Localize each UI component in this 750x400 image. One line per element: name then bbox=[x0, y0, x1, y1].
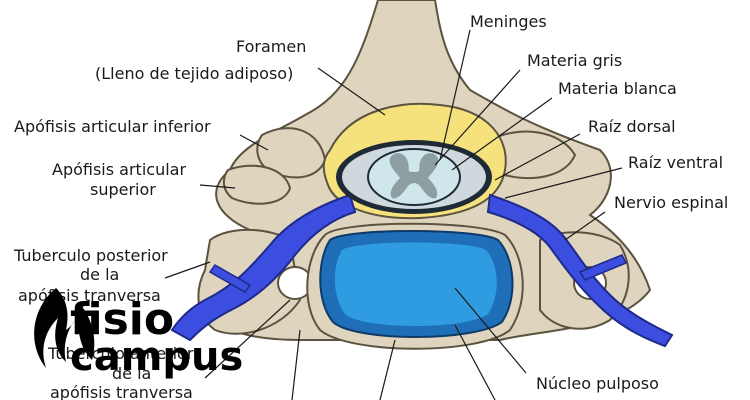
leader-apofisis-superior bbox=[199, 184, 236, 189]
inferior-articular-process bbox=[256, 127, 327, 179]
leader-nucleo-pulposo bbox=[454, 287, 527, 374]
logo-flame-icon bbox=[34, 288, 95, 368]
leader-materia-gris bbox=[434, 69, 521, 166]
label-raiz-dorsal: Raíz dorsal bbox=[588, 117, 676, 136]
leader-foramen bbox=[317, 67, 386, 116]
leader-meninges bbox=[439, 29, 471, 161]
leader-bottom-2 bbox=[379, 339, 396, 400]
label-foramen-note: (Lleno de tejido adiposo) bbox=[95, 64, 293, 83]
leader-bottom-1 bbox=[291, 329, 301, 400]
left-spinal-nerve bbox=[170, 193, 357, 342]
label-nucleo-pulposo: Núcleo pulposo bbox=[536, 374, 659, 393]
label-materia-blanca: Materia blanca bbox=[558, 79, 677, 98]
grey-matter bbox=[389, 153, 439, 199]
right-spinal-nerve bbox=[486, 193, 674, 348]
label-foramen: Foramen bbox=[236, 37, 306, 56]
label-tub-anterior-1: Tuberculo anterior bbox=[47, 344, 194, 363]
leader-raiz-ventral bbox=[504, 167, 623, 199]
label-tub-posterior-1: Tuberculo posterior bbox=[13, 246, 168, 265]
leader-bottom-3 bbox=[454, 324, 496, 400]
leader-materia-blanca bbox=[451, 97, 553, 171]
fisiocampus-logo: fisio campus bbox=[34, 288, 243, 380]
leader-raiz-dorsal bbox=[494, 133, 581, 181]
label-materia-gris: Materia gris bbox=[527, 51, 622, 70]
leader-tub-anterior bbox=[204, 299, 291, 379]
leader-tub-posterior bbox=[164, 261, 211, 279]
label-tub-anterior-3: apófisis tranversa bbox=[50, 383, 193, 400]
logo-word-fisio: fisio bbox=[70, 294, 174, 345]
leader-apofisis-inferior bbox=[239, 134, 269, 151]
logo-word-campus: campus bbox=[70, 334, 243, 380]
leader-lines bbox=[164, 29, 623, 400]
label-nervio-espinal: Nervio espinal bbox=[614, 193, 728, 212]
label-tub-posterior-2: de la bbox=[80, 265, 119, 284]
label-meninges: Meninges bbox=[470, 12, 547, 31]
label-apofisis-superior-2: superior bbox=[90, 180, 156, 199]
superior-articular-process bbox=[222, 164, 292, 205]
label-apofisis-superior-1: Apófisis articular bbox=[52, 160, 186, 179]
left-nerve-branch bbox=[208, 264, 252, 293]
right-nerve-branch bbox=[578, 254, 628, 281]
label-raiz-ventral: Raíz ventral bbox=[628, 153, 723, 172]
leader-nervio-espinal bbox=[564, 211, 606, 241]
label-tub-anterior-2: de la bbox=[112, 364, 151, 383]
nucleus-pulposus bbox=[334, 242, 497, 326]
label-apofisis-inferior: Apófisis articular inferior bbox=[14, 117, 211, 136]
